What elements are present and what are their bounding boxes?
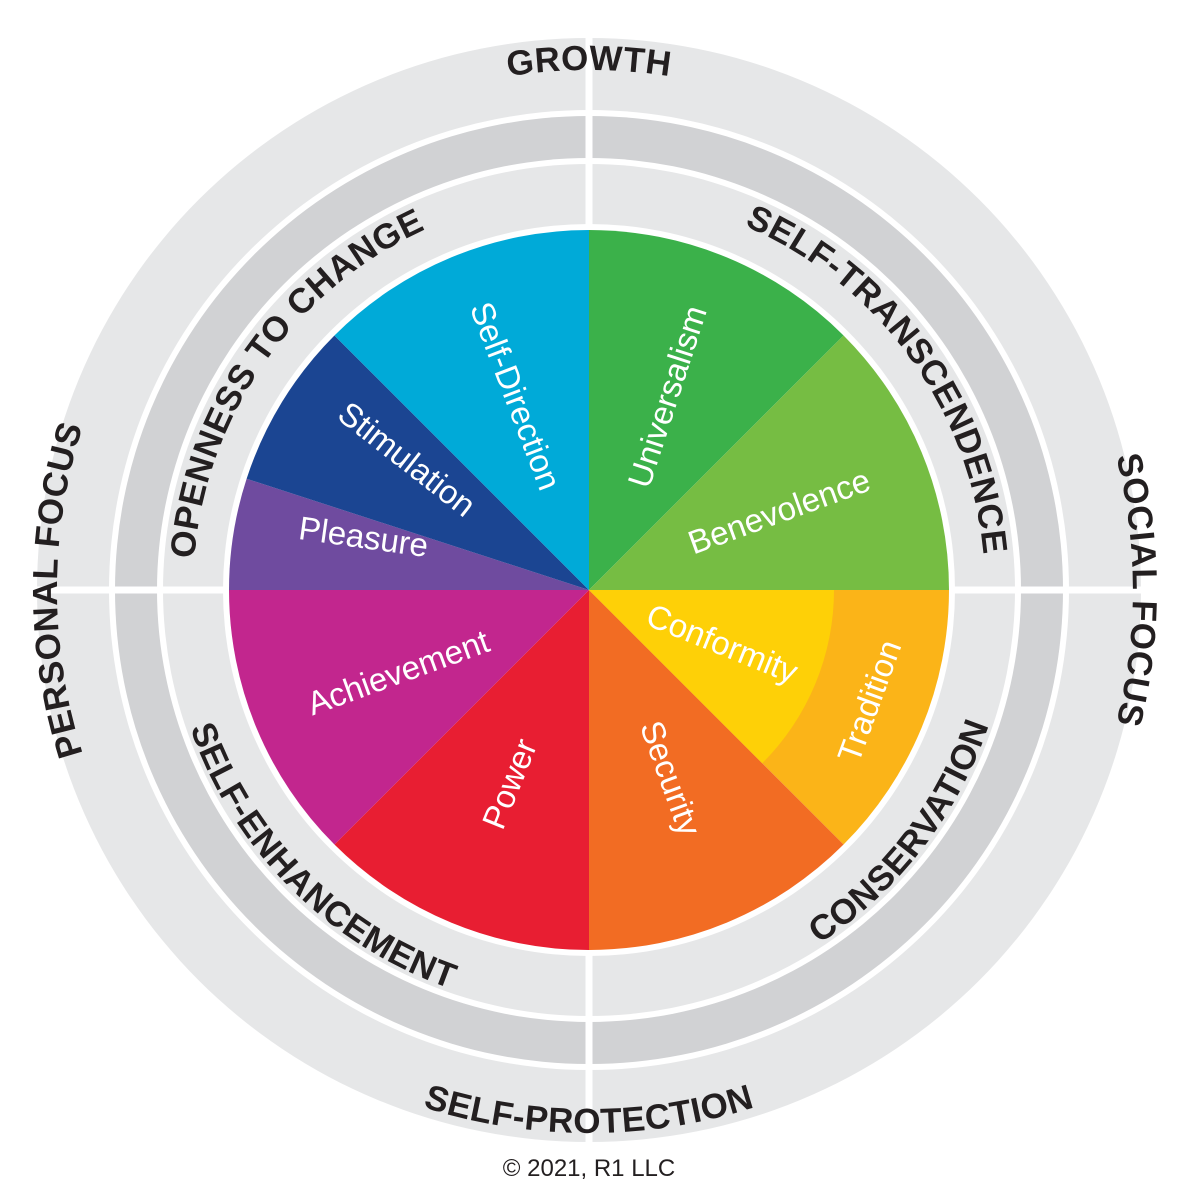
wedge-stimulation — [246, 335, 589, 590]
wedge-achievement — [229, 590, 589, 845]
wedge-conformity-core — [589, 590, 834, 764]
wedge-benevolence — [589, 335, 949, 590]
wedge-universalism — [589, 230, 844, 590]
copyright-notice: © 2021, R1 LLC — [503, 1155, 675, 1182]
wedge-power — [334, 590, 589, 950]
value-wedges — [229, 230, 949, 950]
wedge-security — [589, 590, 844, 950]
wedge-pleasure — [229, 478, 589, 590]
wedge-self-direction — [334, 230, 589, 590]
